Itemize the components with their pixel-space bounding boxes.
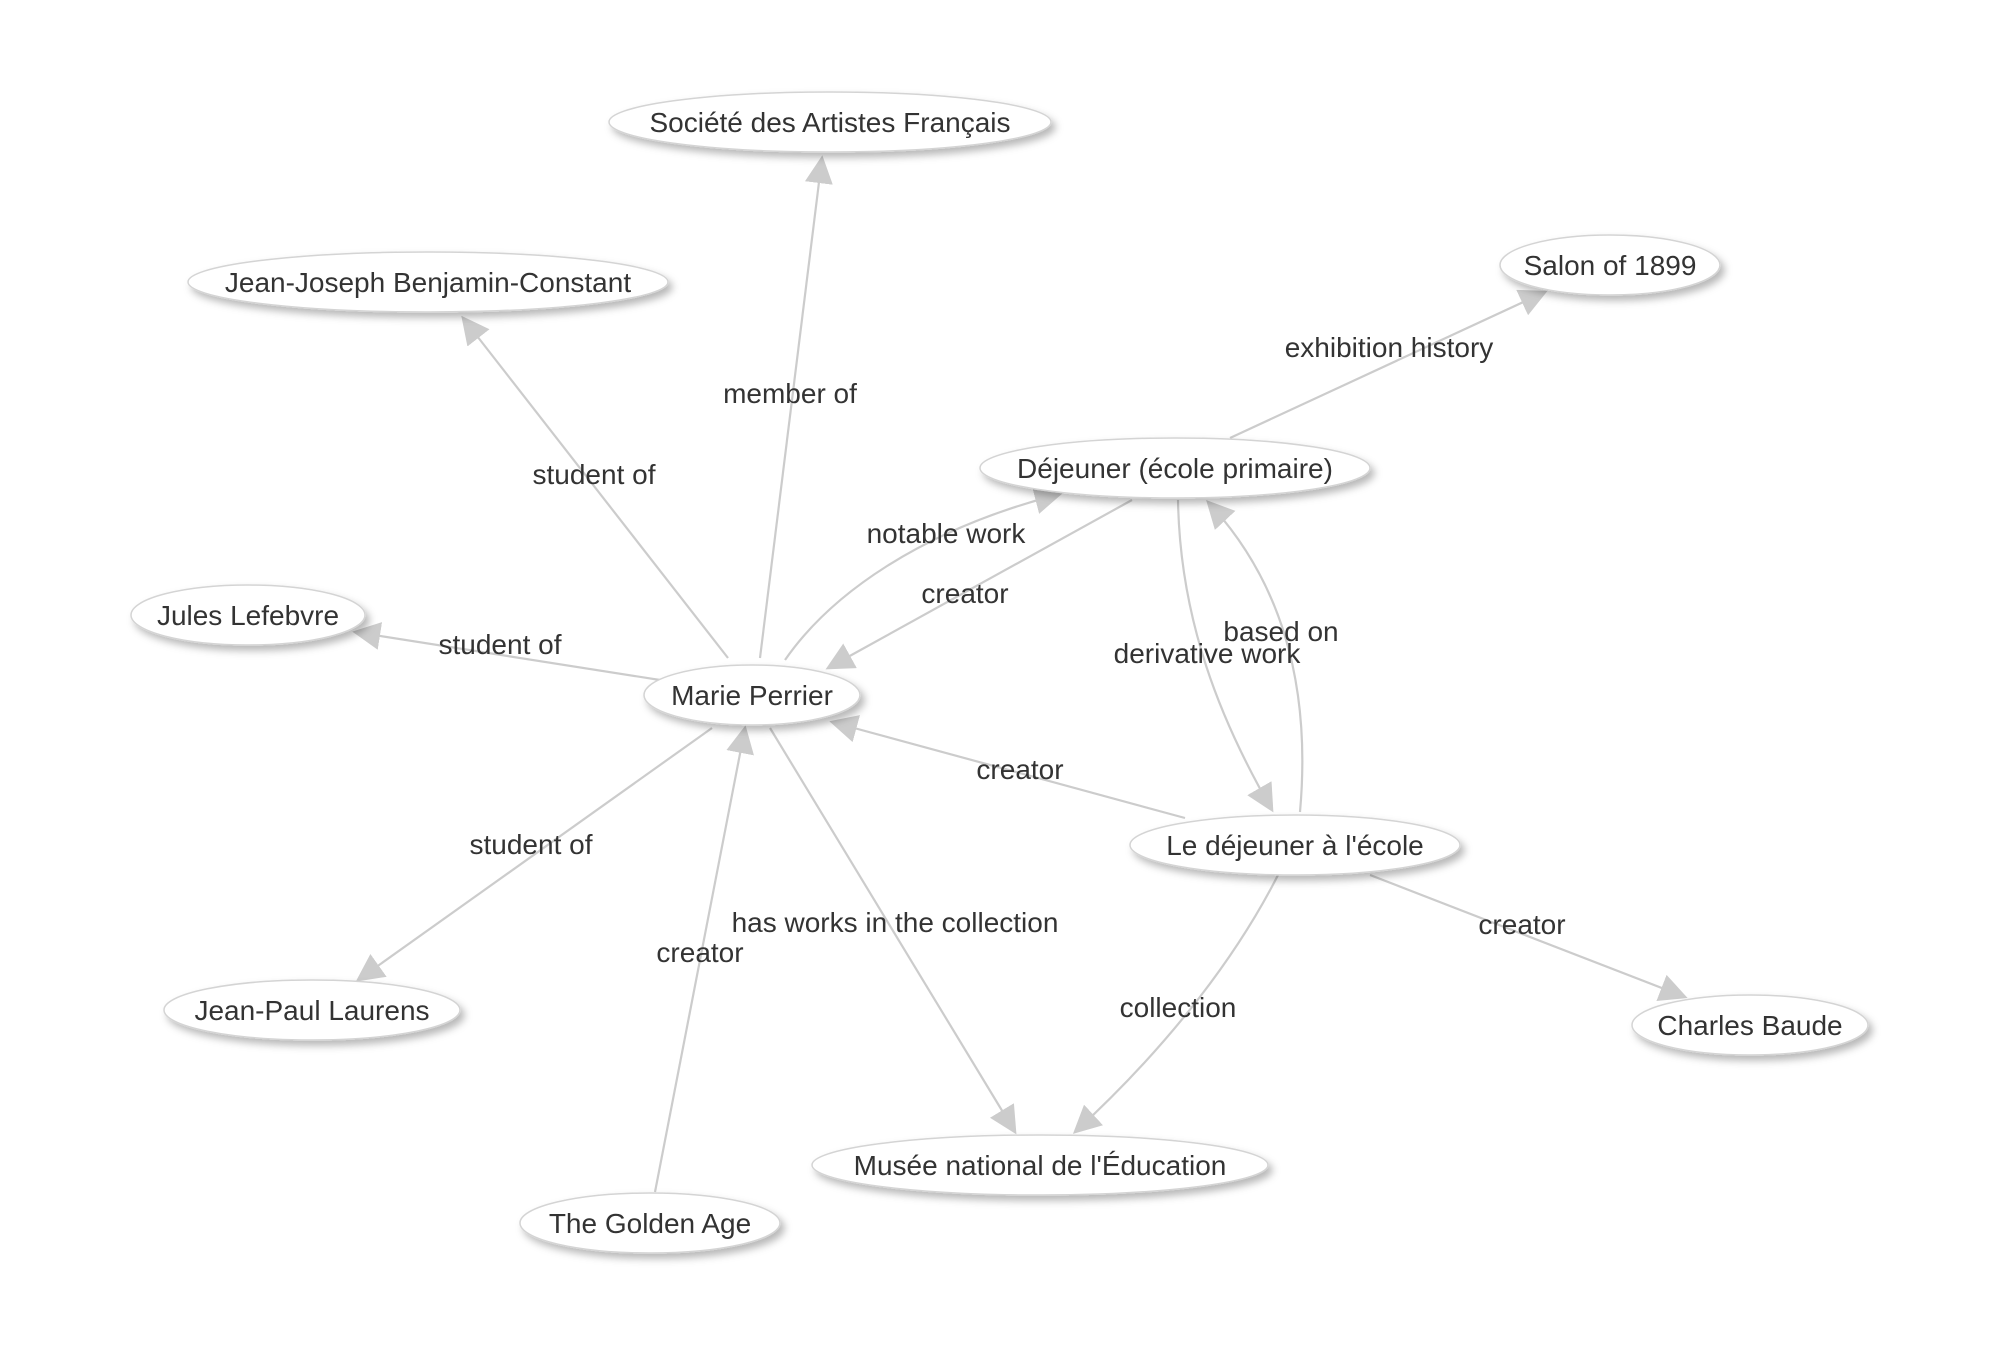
edge-creator-dejeuner-ecole xyxy=(829,715,1186,820)
node-golden-age[interactable]: The Golden Age xyxy=(519,1192,781,1254)
node-label: Société des Artistes Français xyxy=(649,107,1010,138)
edge-label-creator-golden: creator xyxy=(656,937,743,968)
edges xyxy=(352,155,1688,1193)
node-salon-1899[interactable]: Salon of 1899 xyxy=(1499,234,1721,296)
edge-exhibition-history xyxy=(1229,289,1548,439)
edge-labels: member of student of student of student … xyxy=(439,332,1566,1023)
edge-collection xyxy=(1072,874,1279,1134)
edge-creator-baude xyxy=(1369,873,1688,1001)
node-musee[interactable]: Musée national de l'Éducation xyxy=(811,1134,1269,1196)
edge-label-notable-work: notable work xyxy=(867,518,1027,549)
node-label: The Golden Age xyxy=(549,1208,751,1239)
edge-label-collection: collection xyxy=(1120,992,1237,1023)
edge-label-student-of-lefebvre: student of xyxy=(439,629,562,660)
node-dejeuner-ecole[interactable]: Le déjeuner à l'école xyxy=(1129,814,1461,876)
edge-label-has-works: has works in the collection xyxy=(732,907,1059,938)
edge-label-member-of: member of xyxy=(723,378,857,409)
edge-label-creator-baude: creator xyxy=(1478,909,1565,940)
edge-has-works xyxy=(769,727,1017,1135)
edge-based-on xyxy=(1206,499,1304,813)
edge-label-exhibition-history: exhibition history xyxy=(1285,332,1494,363)
edge-label-based-on: based on xyxy=(1223,616,1338,647)
edge-student-of-lefebvre xyxy=(352,622,661,682)
edge-notable-work xyxy=(784,486,1063,661)
node-baude[interactable]: Charles Baude xyxy=(1631,994,1869,1056)
node-label: Jules Lefebvre xyxy=(157,600,339,631)
edge-creator-golden xyxy=(653,725,754,1193)
node-label: Musée national de l'Éducation xyxy=(854,1150,1227,1181)
node-perrier[interactable]: Marie Perrier xyxy=(643,664,861,726)
edge-student-of-benjamin xyxy=(461,315,729,659)
edge-label-creator-dejeuner-ecole: creator xyxy=(976,754,1063,785)
node-label: Jean-Joseph Benjamin-Constant xyxy=(225,267,631,298)
node-label: Jean-Paul Laurens xyxy=(194,995,429,1026)
node-dejeuner-primaire[interactable]: Déjeuner (école primaire) xyxy=(979,437,1371,499)
edge-label-student-of-benjamin: student of xyxy=(533,459,656,490)
node-benjamin-constant[interactable]: Jean-Joseph Benjamin-Constant xyxy=(187,251,669,313)
node-label: Charles Baude xyxy=(1657,1010,1842,1041)
edge-derivative-work xyxy=(1176,499,1274,813)
node-societe[interactable]: Société des Artistes Français xyxy=(608,91,1052,153)
node-label: Déjeuner (école primaire) xyxy=(1017,453,1333,484)
node-label: Le déjeuner à l'école xyxy=(1166,830,1424,861)
edge-member-of xyxy=(758,155,833,659)
node-label: Marie Perrier xyxy=(671,680,833,711)
nodes: Société des Artistes Français Jean-Josep… xyxy=(130,91,1869,1254)
edge-label-creator-dejeuner-primaire: creator xyxy=(921,578,1008,609)
node-label: Salon of 1899 xyxy=(1524,250,1697,281)
edge-label-derivative-work: derivative work xyxy=(1114,638,1302,669)
node-laurens[interactable]: Jean-Paul Laurens xyxy=(163,979,461,1041)
edge-student-of-laurens xyxy=(355,727,713,982)
edge-label-student-of-laurens: student of xyxy=(470,829,593,860)
edge-creator-dejeuner-primaire xyxy=(825,499,1133,670)
node-lefebvre[interactable]: Jules Lefebvre xyxy=(130,584,366,646)
